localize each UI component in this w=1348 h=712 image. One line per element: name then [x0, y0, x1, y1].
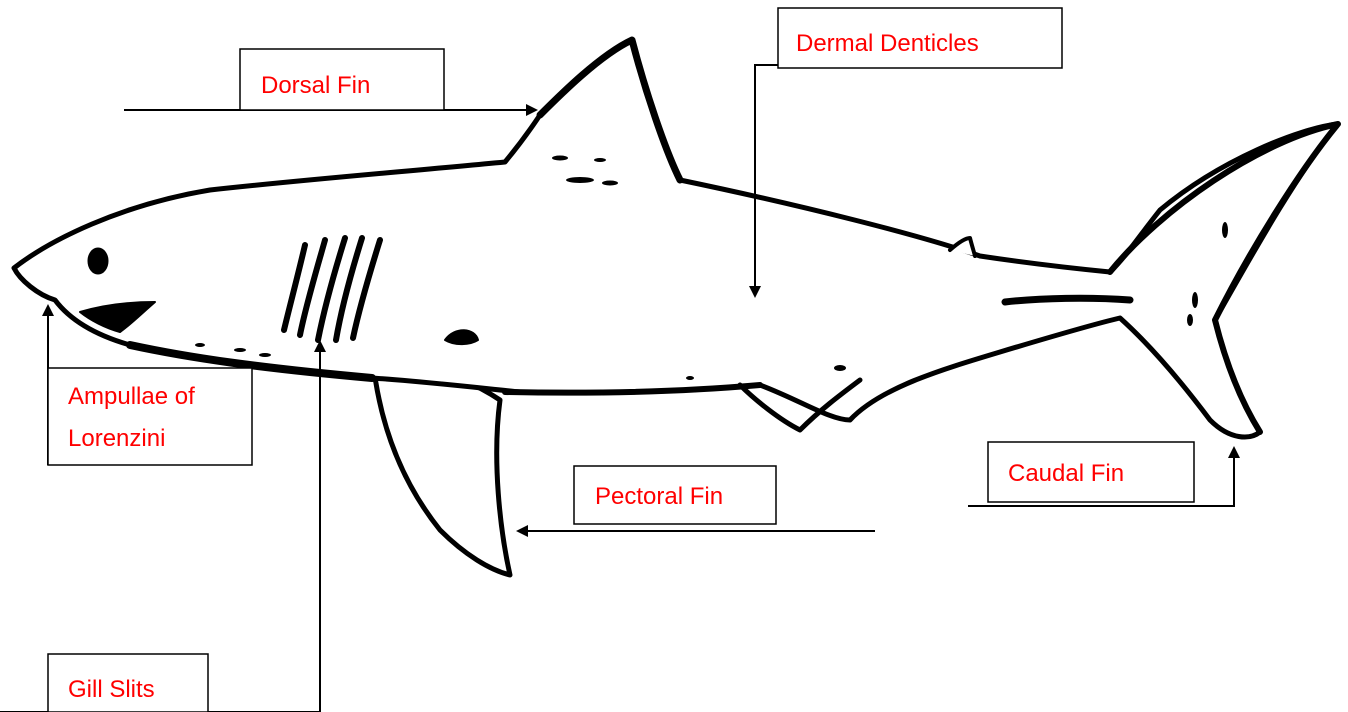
ampullae-label-line2: Lorenzini — [68, 425, 165, 452]
pectoral-fin-label: Pectoral Fin — [595, 483, 723, 510]
caudal-fin-label: Caudal Fin — [1008, 460, 1124, 487]
ampullae-label-line1: Ampullae of — [68, 383, 195, 410]
caudal-keel — [1005, 298, 1130, 302]
gill-slits-label: Gill Slits — [68, 676, 155, 703]
dermal-denticles-label: Dermal Denticles — [796, 30, 979, 57]
shark-eye — [88, 248, 108, 274]
dorsal-fin-label: Dorsal Fin — [261, 72, 370, 99]
